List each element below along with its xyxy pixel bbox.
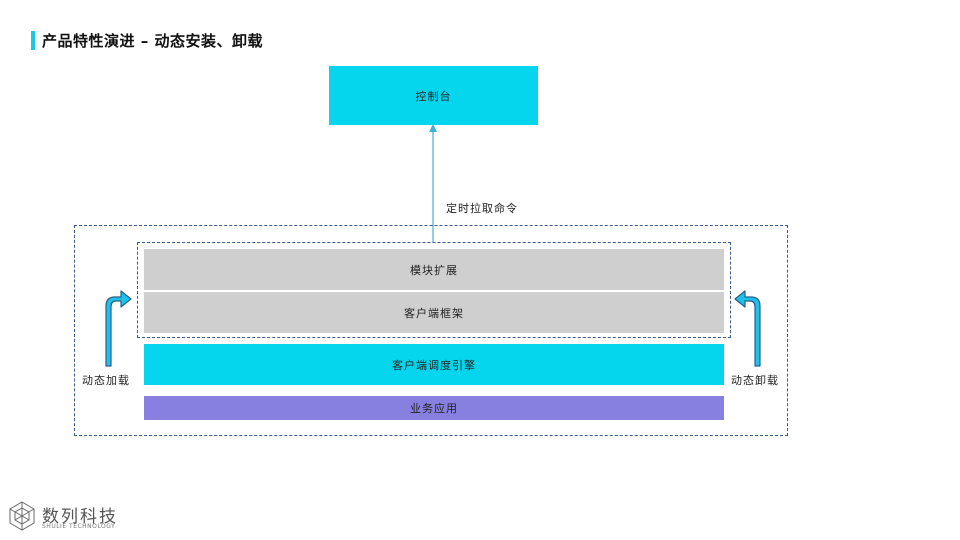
curved-arrow-right-icon bbox=[734, 290, 761, 367]
logo-icon bbox=[9, 501, 35, 531]
business-app-label: 业务应用 bbox=[410, 402, 458, 415]
client-scheduler-label: 客户端调度引擎 bbox=[392, 358, 476, 372]
client-framework-label: 客户端框架 bbox=[404, 306, 464, 320]
client-container bbox=[74, 225, 788, 436]
dynamic-load-label: 动态加载 bbox=[82, 374, 130, 387]
logo-subtitle: SHULIE TECHNOLOGY bbox=[42, 523, 116, 530]
title-accent-bar bbox=[31, 31, 35, 50]
console-label: 控制台 bbox=[415, 89, 452, 103]
pluggable-container bbox=[137, 242, 731, 338]
up-arrow-icon bbox=[429, 124, 437, 242]
client-framework-node: 客户端框架 bbox=[144, 292, 724, 333]
page-title: 产品特性演进 – 动态安装、卸载 bbox=[42, 32, 263, 50]
client-scheduler-node: 客户端调度引擎 bbox=[144, 344, 724, 385]
module-extension-node: 模块扩展 bbox=[144, 249, 724, 290]
console-node: 控制台 bbox=[329, 66, 538, 125]
business-app-node: 业务应用 bbox=[144, 396, 724, 420]
curved-arrow-left-icon bbox=[105, 290, 132, 367]
module-extension-label: 模块扩展 bbox=[410, 263, 458, 277]
pull-command-label: 定时拉取命令 bbox=[446, 202, 518, 215]
dynamic-unload-label: 动态卸载 bbox=[731, 374, 779, 387]
logo-name: 数列科技 bbox=[42, 507, 118, 527]
